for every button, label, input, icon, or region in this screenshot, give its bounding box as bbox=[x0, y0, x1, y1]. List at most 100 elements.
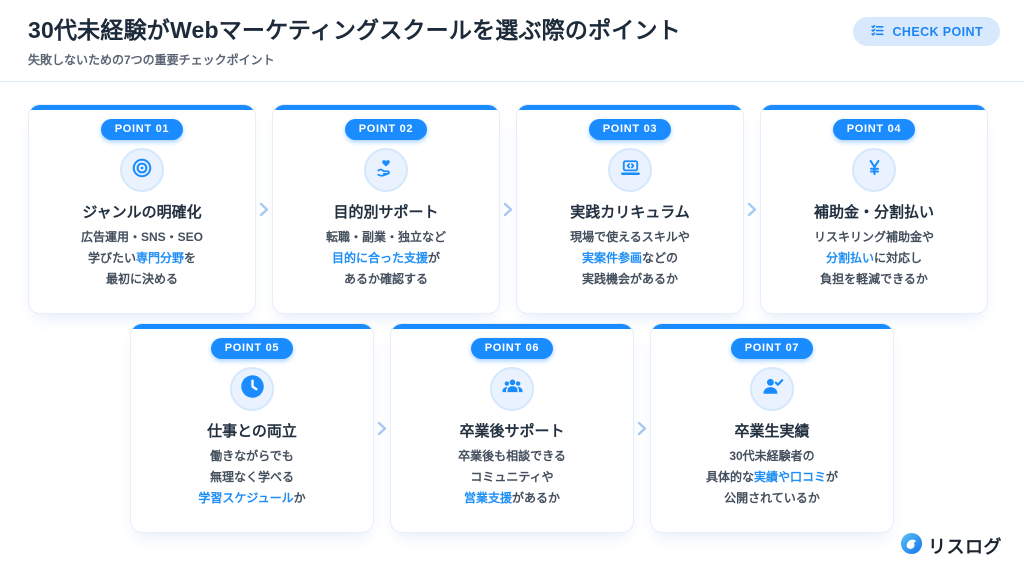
chevron-right-icon bbox=[500, 104, 516, 314]
description-text: があるか bbox=[512, 491, 561, 505]
description-text: に対応し bbox=[874, 251, 923, 265]
description-text: 卒業後も相談できる bbox=[458, 449, 566, 463]
description-text: リスキリング補助金や bbox=[813, 230, 934, 244]
card-description-line: 分割払いに対応し bbox=[761, 248, 987, 269]
checklist-icon bbox=[870, 23, 885, 41]
card-description-line: コミュニティや bbox=[391, 467, 633, 488]
card-description-line: あるか確認する bbox=[273, 269, 499, 290]
chevron-right-icon bbox=[374, 323, 390, 533]
description-text: 最初に決める bbox=[105, 272, 178, 286]
card-description-line: 実案件参画などの bbox=[517, 248, 743, 269]
card-accent-bar bbox=[29, 105, 255, 110]
card-description-line: 最初に決める bbox=[29, 269, 255, 290]
card-title: 仕事との両立 bbox=[207, 423, 297, 440]
description-text: 負担を軽減できるか bbox=[820, 272, 928, 286]
page-subtitle: 失敗しないための7つの重要チェックポイント bbox=[28, 53, 275, 67]
card-description-line: 学びたい専門分野を bbox=[29, 248, 255, 269]
card-icon-circle bbox=[230, 367, 274, 411]
card-description-line: 30代未経験者の bbox=[651, 446, 893, 467]
clock-icon bbox=[239, 373, 266, 405]
description-text: 学びたい bbox=[87, 251, 136, 265]
description-text: 広告運用・SNS・SEO bbox=[80, 230, 204, 244]
card-icon-circle bbox=[608, 148, 652, 192]
card-icon-circle bbox=[490, 367, 534, 411]
description-text: 公開されているか bbox=[724, 491, 820, 505]
card-description-line: 負担を軽減できるか bbox=[761, 269, 987, 290]
point-number-badge: POINT 02 bbox=[344, 119, 428, 140]
card-icon-circle bbox=[750, 367, 794, 411]
card-title: 実践カリキュラム bbox=[570, 204, 690, 221]
card-accent-bar bbox=[273, 105, 499, 110]
page-title: 30代未経験がWebマーケティングスクールを選ぶ際のポイント bbox=[28, 17, 681, 43]
card-description: 現場で使えるスキルや実案件参画などの実践機会があるか bbox=[517, 227, 743, 290]
point-card: POINT 07 卒業生実績 30代未経験者の具体的な実績や口コミが公開されてい… bbox=[650, 323, 894, 533]
point-card: POINT 06 卒業後サポート 卒業後も相談できるコミュニティや営業支援がある… bbox=[390, 323, 634, 533]
squirrel-logo-icon bbox=[900, 532, 923, 560]
card-description-line: リスキリング補助金や bbox=[761, 227, 987, 248]
card-accent-bar bbox=[391, 324, 633, 329]
check-point-badge[interactable]: CHECK POINT bbox=[853, 17, 1000, 46]
description-text: 実践機会があるか bbox=[581, 272, 678, 286]
description-text: か bbox=[293, 491, 306, 505]
chevron-right-icon bbox=[256, 104, 272, 314]
description-text: が bbox=[428, 251, 441, 265]
card-description-line: 営業支援があるか bbox=[391, 488, 633, 509]
highlighted-keyword: 実案件参画 bbox=[581, 251, 642, 265]
highlighted-keyword: 営業支援 bbox=[463, 491, 512, 505]
card-description: 卒業後も相談できるコミュニティや営業支援があるか bbox=[391, 446, 633, 509]
card-icon-circle bbox=[120, 148, 164, 192]
highlighted-keyword: 分割払い bbox=[825, 251, 874, 265]
card-description: 働きながらでも無理なく学べる学習スケジュールか bbox=[131, 446, 373, 509]
description-text: が bbox=[826, 470, 839, 484]
laptop-code-icon bbox=[619, 156, 642, 184]
description-text: 30代未経験者の bbox=[729, 449, 815, 463]
description-text: 働きながらでも bbox=[210, 449, 294, 463]
highlighted-keyword: 実績や口コミ bbox=[753, 470, 826, 484]
point-number-badge: POINT 03 bbox=[588, 119, 672, 140]
point-number-badge: POINT 04 bbox=[832, 119, 916, 140]
description-text: 具体的な bbox=[705, 470, 754, 484]
card-description-line: 実践機会があるか bbox=[517, 269, 743, 290]
card-description-line: 働きながらでも bbox=[131, 446, 373, 467]
site-logo[interactable]: リスログ bbox=[900, 532, 1002, 560]
card-description-line: 学習スケジュールか bbox=[131, 488, 373, 509]
card-description-line: 現場で使えるスキルや bbox=[517, 227, 743, 248]
site-logo-text: リスログ bbox=[928, 537, 1002, 557]
highlighted-keyword: 目的に合った支援 bbox=[331, 251, 428, 265]
point-card: POINT 03 実践カリキュラム 現場で使えるスキルや実案件参画などの実践機会… bbox=[516, 104, 744, 314]
chevron-right-icon bbox=[634, 323, 650, 533]
card-description: 30代未経験者の具体的な実績や口コミが公開されているか bbox=[651, 446, 893, 509]
description-text: あるか確認する bbox=[343, 272, 428, 286]
target-icon bbox=[131, 157, 153, 184]
card-description-line: 転職・副業・独立など bbox=[273, 227, 499, 248]
highlighted-keyword: 専門分野 bbox=[135, 251, 184, 265]
card-accent-bar bbox=[517, 105, 743, 110]
card-description: 転職・副業・独立など目的に合った支援があるか確認する bbox=[273, 227, 499, 290]
card-accent-bar bbox=[651, 324, 893, 329]
card-title: 卒業生実績 bbox=[734, 423, 810, 440]
description-text: 転職・副業・独立など bbox=[325, 230, 446, 244]
points-row-2: POINT 05 仕事との両立 働きながらでも無理なく学べる学習スケジュールか … bbox=[0, 323, 1024, 533]
point-card: POINT 05 仕事との両立 働きながらでも無理なく学べる学習スケジュールか bbox=[130, 323, 374, 533]
description-text: 無理なく学べる bbox=[209, 470, 294, 484]
point-number-badge: POINT 06 bbox=[470, 338, 554, 359]
point-card: POINT 02 目的別サポート 転職・副業・独立など目的に合った支援があるか確… bbox=[272, 104, 500, 314]
card-description-line: 目的に合った支援が bbox=[273, 248, 499, 269]
card-description-line: 具体的な実績や口コミが bbox=[651, 467, 893, 488]
card-description-line: 卒業後も相談できる bbox=[391, 446, 633, 467]
card-title: 卒業後サポート bbox=[459, 423, 565, 440]
description-text: コミュニティや bbox=[470, 470, 554, 484]
card-description-line: 無理なく学べる bbox=[131, 467, 373, 488]
card-title: 補助金・分割払い bbox=[813, 204, 934, 221]
card-description: リスキリング補助金や分割払いに対応し負担を軽減できるか bbox=[761, 227, 987, 290]
people-icon bbox=[500, 374, 525, 404]
highlighted-keyword: 学習スケジュール bbox=[198, 491, 294, 505]
card-icon-circle bbox=[364, 148, 408, 192]
hand-heart-icon bbox=[375, 157, 397, 184]
yen-icon bbox=[864, 157, 885, 183]
description-text: などの bbox=[642, 251, 679, 265]
chevron-right-icon bbox=[744, 104, 760, 314]
